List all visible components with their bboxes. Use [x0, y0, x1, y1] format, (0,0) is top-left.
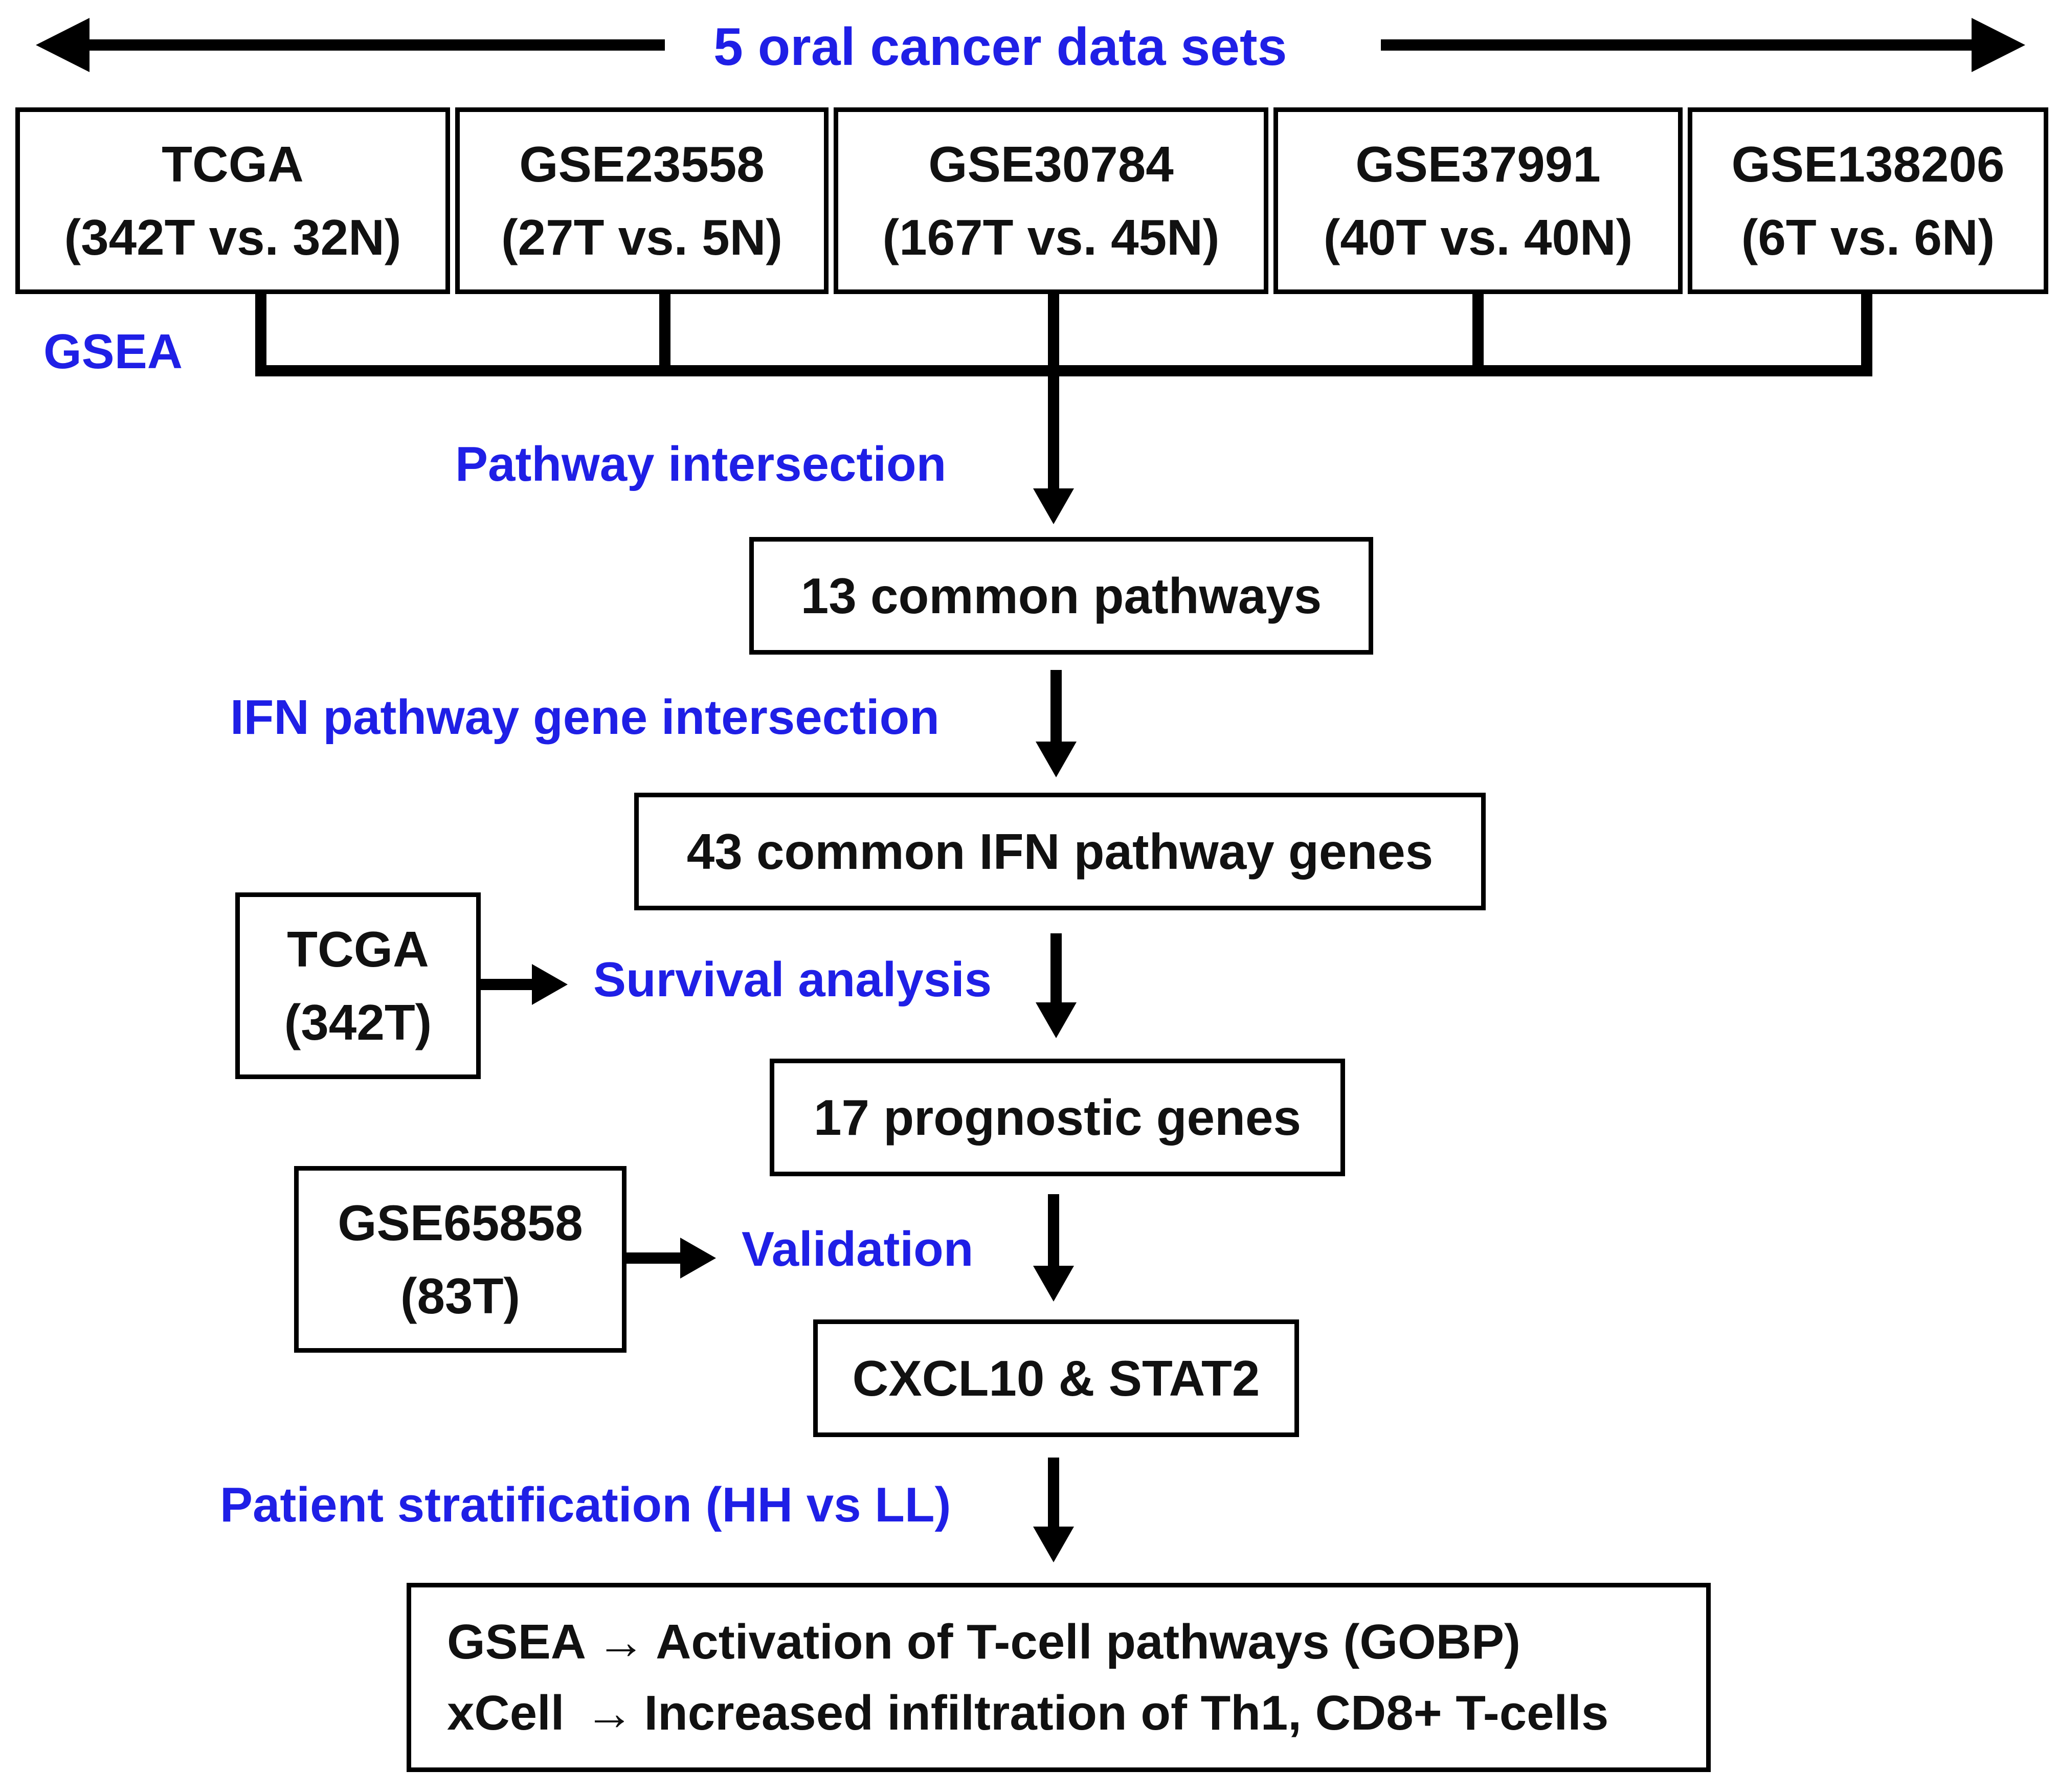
dataset-samples: (167T vs. 45N): [882, 209, 1220, 265]
key-genes-text: CXCL10 & STAT2: [852, 1350, 1260, 1406]
validation-label: Validation: [742, 1222, 974, 1276]
dataset-box-gse30784: GSE30784 (167T vs. 45N): [834, 107, 1268, 294]
dataset-box-gse23558: GSE23558 (27T vs. 5N): [455, 107, 829, 294]
common-pathways-box: 13 common pathways: [749, 537, 1373, 655]
prognostic-genes-text: 17 prognostic genes: [813, 1089, 1301, 1146]
dataset-name: GSE23558: [519, 136, 765, 193]
final-row-gsea: GSEA → Activation of T-cell pathways (GO…: [447, 1606, 1520, 1677]
common-ifn-genes-text: 43 common IFN pathway genes: [686, 823, 1434, 880]
dataset-box-tcga: TCGA (342T vs. 32N): [15, 107, 450, 294]
validation-input-name: GSE65858: [338, 1195, 583, 1251]
dataset-name: TCGA: [162, 136, 304, 193]
final-method-gsea: GSEA: [447, 1614, 587, 1669]
dataset-name: GSE30784: [928, 136, 1174, 193]
final-result-xcell: Increased infiltration of Th1, CD8+ T-ce…: [644, 1686, 1609, 1740]
prognostic-genes-box: 17 prognostic genes: [770, 1059, 1345, 1176]
top-arrow-right-head: [1972, 18, 2025, 72]
final-result-gsea: Activation of T-cell pathways (GOBP): [656, 1614, 1520, 1669]
common-pathways-text: 13 common pathways: [800, 567, 1322, 624]
dataset-samples: (27T vs. 5N): [501, 209, 783, 265]
pathway-intersection-label: Pathway intersection: [455, 437, 947, 491]
final-row-xcell: xCell → Increased infiltration of Th1, C…: [447, 1677, 1608, 1749]
dataset-name: GSE37991: [1355, 136, 1601, 193]
validation-input-box: GSE65858 (83T): [294, 1166, 627, 1353]
final-method-xcell: xCell: [447, 1686, 565, 1740]
survival-input-name: TCGA: [287, 921, 429, 978]
stratification-label: Patient stratification (HH vs LL): [220, 1477, 951, 1532]
arrow-right-icon: →: [585, 1686, 634, 1740]
final-results-box: GSEA → Activation of T-cell pathways (GO…: [407, 1583, 1711, 1772]
side-arrows: [476, 964, 716, 1279]
ifn-intersection-label: IFN pathway gene intersection: [230, 690, 939, 745]
dataset-name: GSE138206: [1731, 136, 2005, 193]
diagram-title: 5 oral cancer data sets: [713, 17, 1287, 77]
flow-arrows: [1033, 371, 1077, 1562]
gsea-label: GSEA: [43, 324, 183, 379]
validation-input-samples: (83T): [400, 1267, 521, 1324]
common-ifn-genes-box: 43 common IFN pathway genes: [634, 793, 1486, 910]
dataset-box-gse37991: GSE37991 (40T vs. 40N): [1273, 107, 1683, 294]
survival-input-samples: (342T): [284, 994, 432, 1050]
dataset-samples: (40T vs. 40N): [1323, 209, 1633, 265]
top-arrow-left-head: [36, 18, 90, 72]
dataset-bracket: [255, 292, 1872, 376]
dataset-box-gse138206: GSE138206 (6T vs. 6N): [1688, 107, 2048, 294]
key-genes-box: CXCL10 & STAT2: [813, 1319, 1299, 1437]
dataset-samples: (6T vs. 6N): [1741, 209, 1995, 265]
arrow-right-icon: →: [596, 1614, 646, 1669]
dataset-samples: (342T vs. 32N): [64, 209, 401, 265]
survival-analysis-label: Survival analysis: [593, 952, 992, 1007]
survival-input-box: TCGA (342T): [235, 892, 481, 1079]
